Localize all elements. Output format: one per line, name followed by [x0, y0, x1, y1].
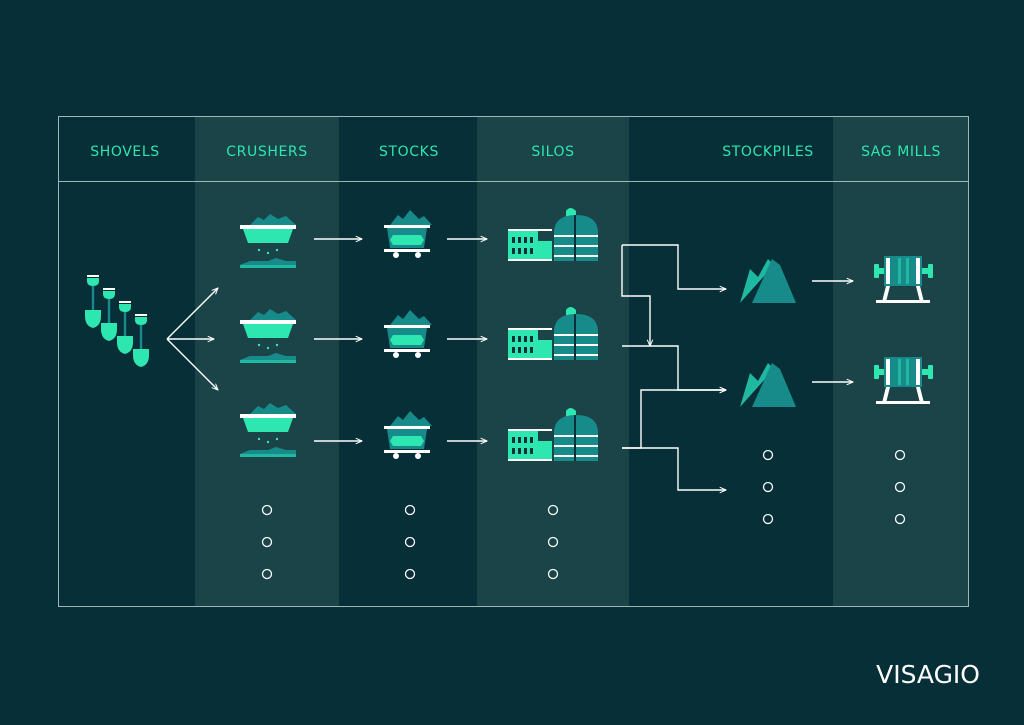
header-crushers: CRUSHERS [226, 144, 307, 160]
header-stocks: STOCKS [379, 144, 439, 160]
shovel-to-crusher-arrows [166, 288, 218, 390]
mine-cart-icon [384, 210, 432, 258]
silo-to-stockpile-routing [621, 244, 726, 490]
stockpile-mound-icon [740, 363, 796, 407]
crushers-more-indicator [261, 504, 273, 580]
silos-column-band [477, 116, 629, 606]
mine-cart-icon [384, 411, 432, 459]
diagram-frame [58, 116, 969, 607]
header-stockpiles: STOCKPILES [722, 144, 814, 160]
silos-more-indicator [547, 504, 559, 580]
stockpiles-more-indicator [762, 449, 774, 525]
header-sag-mills: SAG MILLS [861, 144, 941, 160]
stocks-more-indicator [404, 504, 416, 580]
sag-mills-more-indicator [894, 449, 906, 525]
mine-cart-icon [384, 310, 432, 358]
visagio-logo: VISAGIO [876, 660, 980, 689]
shovel-icon [85, 275, 149, 367]
header-shovels: SHOVELS [90, 144, 160, 160]
header-silos: SILOS [531, 144, 574, 160]
stockpile-mound-icon [740, 259, 796, 303]
